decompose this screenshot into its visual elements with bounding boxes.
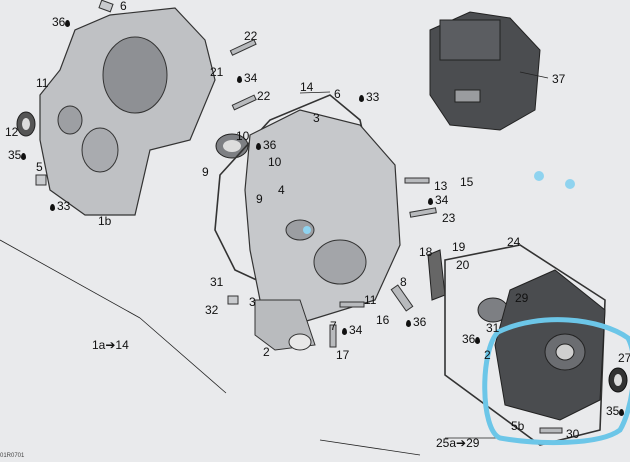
- callout-20: 20: [456, 258, 470, 272]
- leader-lines: [0, 71, 549, 456]
- oil-drop-icon: [428, 198, 433, 205]
- marker-dot-3: [303, 226, 311, 234]
- callout-6-mid: 6: [334, 87, 341, 101]
- callout-34a: 34: [237, 72, 257, 84]
- callout-4: 4: [278, 183, 285, 197]
- callout-15: 15: [460, 175, 474, 189]
- callout-36b: 36: [256, 139, 276, 151]
- callout-23: 23: [442, 211, 456, 225]
- callout-5b: 5b: [511, 419, 525, 433]
- callout-3b: 3: [249, 295, 256, 309]
- marker-dot-1: [534, 171, 544, 181]
- callout-18: 18: [419, 245, 433, 259]
- figure-id: 01R0701: [0, 453, 25, 459]
- callout-11b: 11: [364, 293, 377, 307]
- callout-9a: 9: [202, 165, 209, 179]
- callout-33b: 33: [50, 200, 70, 212]
- bolt-11: [339, 301, 365, 308]
- callout-22b: 22: [257, 89, 271, 103]
- oil-drop-icon: [619, 409, 625, 416]
- callout-22a: 22: [244, 29, 258, 43]
- bolt-6-top: [98, 0, 114, 13]
- callout-21: 21: [210, 65, 224, 79]
- callout-1a-14: 1a➔14: [92, 338, 129, 352]
- bolt-23: [409, 207, 437, 218]
- callout-7: 7: [330, 319, 337, 333]
- callout-37: 37: [552, 72, 566, 86]
- callout-29: 29: [515, 291, 529, 305]
- callout-36d: 36: [406, 316, 426, 328]
- stud-22b: [231, 94, 257, 111]
- callout-8: 8: [400, 275, 407, 289]
- callout-34c: 34: [342, 324, 362, 336]
- callout-9b: 9: [256, 192, 263, 206]
- callout-30: 30: [566, 427, 580, 441]
- callout-2: 2: [263, 345, 270, 359]
- callout-32: 32: [205, 303, 219, 317]
- oil-drop-icon: [475, 337, 481, 344]
- oil-drop-icon: [21, 153, 27, 160]
- oil-drop-icon: [237, 76, 242, 83]
- callout-19: 19: [452, 240, 466, 254]
- callout-17: 17: [336, 348, 350, 362]
- highlight-ellipse: [482, 317, 630, 446]
- left-case-bore: [102, 36, 168, 114]
- callout-36-top: 36: [52, 16, 72, 28]
- oil-drop-icon: [50, 204, 55, 211]
- callout-13: 13: [434, 179, 448, 193]
- callout-10b: 10: [268, 155, 282, 169]
- oil-drop-icon: [342, 328, 347, 335]
- bolt-30: [539, 427, 563, 434]
- callout-16: 16: [376, 313, 390, 327]
- callout-10a: 10: [236, 129, 250, 143]
- callout-12: 12: [5, 125, 19, 139]
- callout-34b: 34: [428, 194, 448, 206]
- stud-8: [390, 284, 414, 312]
- plug-5: [35, 174, 47, 186]
- callout-14: 14: [300, 80, 314, 94]
- callout-6-top: 6: [120, 0, 127, 13]
- bolt-13: [404, 177, 430, 184]
- callout-31: 31: [210, 275, 224, 289]
- callout-25a-29: 25a➔29: [436, 436, 480, 450]
- callout-2b: 2: [484, 348, 491, 362]
- oil-drop-icon: [406, 320, 411, 327]
- callout-5: 5: [36, 160, 43, 174]
- callout-1b: 1b: [98, 214, 112, 228]
- stud-22a: [229, 39, 257, 56]
- callout-36c: 36: [462, 333, 482, 345]
- callout-27: 27: [618, 351, 630, 365]
- oil-drop-icon: [256, 143, 261, 150]
- callout-11a: 11: [36, 76, 49, 90]
- oil-drop-icon: [65, 20, 71, 27]
- bolt-17: [329, 324, 337, 348]
- callout-24: 24: [507, 235, 521, 249]
- marker-dot-2: [565, 179, 575, 189]
- gasket-24: [444, 244, 606, 446]
- oil-drop-icon: [359, 95, 364, 102]
- callout-33a: 33: [359, 91, 379, 103]
- bolt-32: [227, 295, 239, 305]
- callout-31b: 31: [486, 321, 500, 335]
- callout-35b: 35: [606, 405, 626, 417]
- callout-35a: 35: [8, 149, 28, 161]
- callout-3a: 3: [313, 111, 320, 125]
